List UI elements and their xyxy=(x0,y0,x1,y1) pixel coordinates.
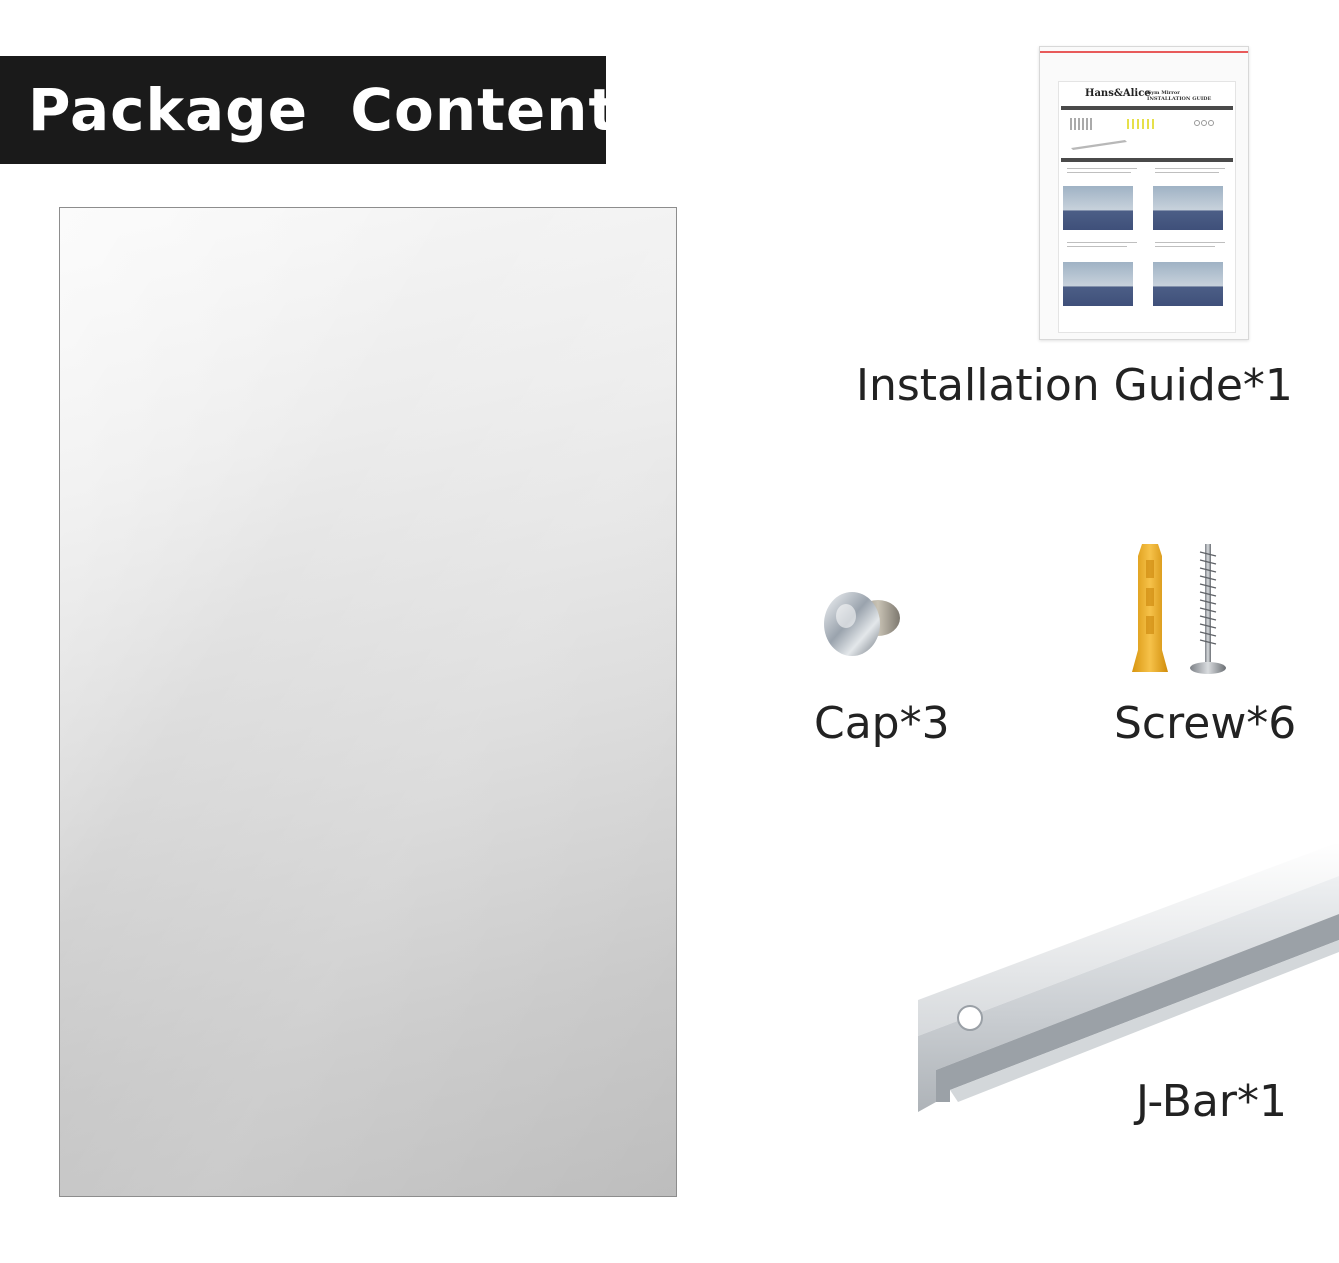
guide-heading-line1: Gym Mirror xyxy=(1147,90,1180,96)
screw-icon xyxy=(1190,544,1226,674)
zip-bag-seal xyxy=(1040,51,1248,53)
guide-step-photo xyxy=(1063,262,1133,306)
cap-label: Cap*3 xyxy=(814,698,950,749)
guide-text xyxy=(1067,246,1127,247)
mirror-panel-image xyxy=(59,207,677,1197)
guide-step-photo xyxy=(1063,186,1133,230)
cap-image xyxy=(824,592,900,656)
guide-text xyxy=(1067,172,1131,173)
guide-text xyxy=(1155,242,1225,243)
guide-sheet: Hans&Alice Gym Mirror INSTALLATION GUIDE xyxy=(1058,81,1236,333)
guide-brand-logo: Hans&Alice xyxy=(1085,88,1151,99)
guide-parts-bar xyxy=(1061,106,1233,110)
j-bar-label: J-Bar*1 xyxy=(1136,1076,1287,1127)
guide-text xyxy=(1067,242,1137,243)
guide-heading: Gym Mirror INSTALLATION GUIDE xyxy=(1147,90,1211,102)
guide-step-photo xyxy=(1153,186,1223,230)
guide-installation-bar xyxy=(1061,158,1233,162)
guide-text xyxy=(1067,168,1137,169)
j-bar-image xyxy=(918,842,1339,1112)
screw-label: Screw*6 xyxy=(1114,698,1297,749)
wall-anchor-icon xyxy=(1132,544,1168,672)
page-title: Package Contents xyxy=(28,76,653,144)
guide-text xyxy=(1155,168,1225,169)
guide-step-photo xyxy=(1153,262,1223,306)
installation-guide-image: Hans&Alice Gym Mirror INSTALLATION GUIDE xyxy=(1039,46,1249,340)
guide-text xyxy=(1155,172,1219,173)
installation-guide-label: Installation Guide*1 xyxy=(856,360,1293,411)
screw-and-anchor-image xyxy=(1132,544,1226,674)
guide-heading-line2: INSTALLATION GUIDE xyxy=(1147,96,1212,102)
guide-parts-illustration xyxy=(1070,118,1214,150)
guide-text xyxy=(1155,246,1215,247)
mirror-reflection xyxy=(60,208,676,1196)
header-banner: Package Contents xyxy=(0,56,652,164)
